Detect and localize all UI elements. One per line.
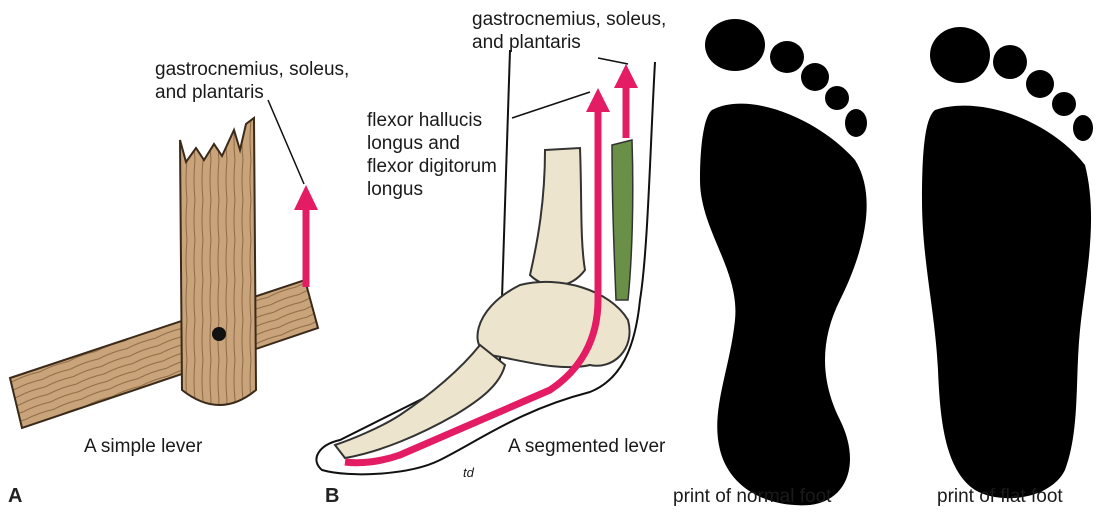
normal-toe-5 [845,109,867,137]
tibia-bone [530,148,585,286]
horizontal-board [10,280,318,428]
metatarsal-bones [335,345,505,458]
flat-toe-4 [1052,92,1076,116]
vertical-stake [180,118,256,405]
normal-sole [700,104,867,506]
tarsal-bones [478,282,630,367]
flexor-label: flexor hallucis longus and flexor digito… [367,109,497,201]
normal-toe-2 [770,41,804,73]
fulcrum-pivot [212,327,226,341]
simple-lever-illustration [10,100,318,428]
caption-simple-lever: A simple lever [84,436,202,458]
illustrator-signature: td [463,461,474,484]
calf-muscle [612,140,633,300]
muscle-pull-arrowhead-b [614,64,638,88]
caption-normal-foot: print of normal foot [673,486,831,508]
normal-toe-4 [825,86,849,110]
panel-letter-b: B [325,485,339,508]
flat-big-toe [930,27,990,83]
leader-line-b-flexor [512,92,590,118]
flat-toe-5 [1073,115,1093,141]
leader-line-a [268,100,304,184]
flat-sole [922,106,1091,499]
caption-segmented-lever: A segmented lever [508,436,665,458]
gastrocnemius-label-a: gastrocnemius, soleus, and plantaris [155,58,349,104]
flat-toe-3 [1026,70,1054,98]
muscle-pull-arrowhead-a [294,185,318,210]
normal-footprint [700,19,867,505]
caption-flat-foot: print of flat foot [937,486,1063,508]
gastrocnemius-label-b: gastrocnemius, soleus, and plantaris [472,8,666,54]
flat-toe-2 [993,45,1027,79]
normal-big-toe [705,19,765,71]
leader-line-b-gastrocnemius [598,58,628,64]
flat-footprint [922,27,1093,498]
panel-letter-a: A [8,485,22,508]
normal-toe-3 [801,63,829,91]
